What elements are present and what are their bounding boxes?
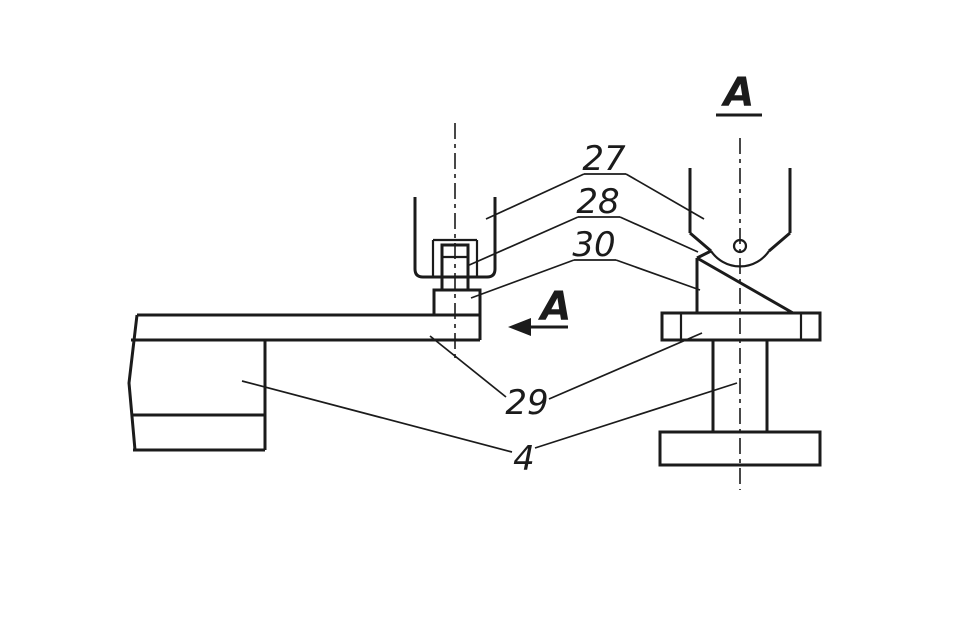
leader-4-right xyxy=(534,382,738,449)
leaders-and-labels: 27 28 30 29 4 xyxy=(241,139,738,479)
wedge-top-edge xyxy=(696,249,712,260)
part-label-4: 4 xyxy=(513,439,535,479)
mount-block xyxy=(432,288,482,317)
leader-29-right xyxy=(548,332,703,400)
leader-30-right xyxy=(615,259,701,291)
arrow-head-icon xyxy=(508,318,531,336)
leader-30-left xyxy=(470,259,575,299)
view-arrow-label: A xyxy=(538,284,572,330)
leader-27-right xyxy=(625,173,705,220)
part-label-30: 30 xyxy=(572,225,615,265)
leader-29-left xyxy=(429,335,507,398)
view-direction-arrow: A xyxy=(508,284,571,336)
wedge-ramp-edge xyxy=(696,256,794,315)
pusher-left-chamfer xyxy=(689,231,712,253)
flange-plate xyxy=(660,311,822,342)
part-label-27: 27 xyxy=(582,139,626,179)
fork-roller-assembly xyxy=(413,123,497,362)
leader-4-left xyxy=(241,380,513,453)
section-view-title: A xyxy=(721,70,755,116)
part-label-28: 28 xyxy=(576,182,619,222)
leader-27-left xyxy=(485,173,585,220)
block-break-edge xyxy=(127,314,139,451)
part-label-29: 29 xyxy=(505,383,548,423)
leader-28-right xyxy=(619,216,699,253)
section-view-a: A xyxy=(658,70,822,490)
leader-28-left xyxy=(466,216,579,267)
left-support-assembly xyxy=(127,313,482,452)
pusher-right-chamfer xyxy=(768,231,791,253)
